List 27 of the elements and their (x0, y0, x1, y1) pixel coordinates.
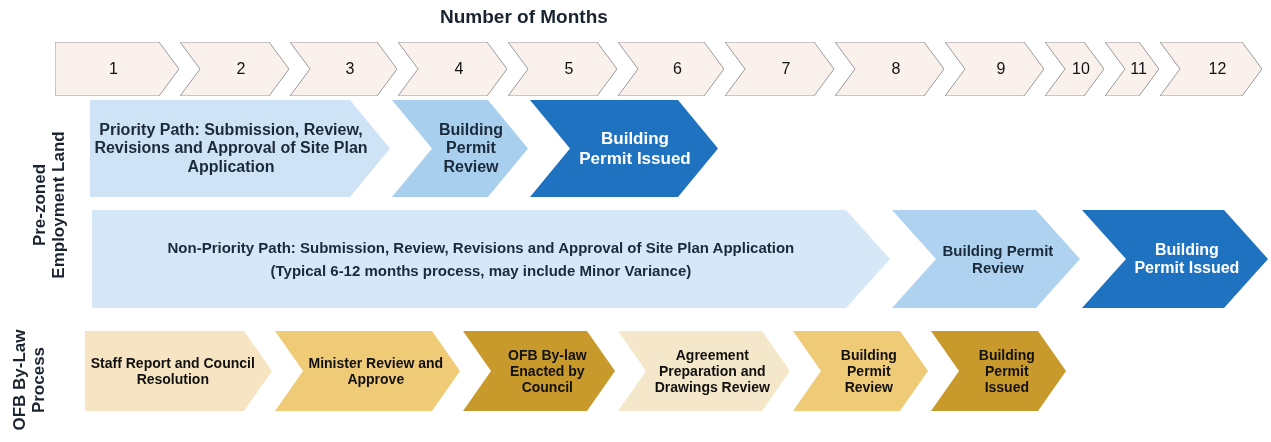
month-segment: 5 (508, 42, 617, 96)
process-step: Building Permit Review (392, 100, 528, 197)
month-segment: 10 (1045, 42, 1104, 96)
process-step: Building Permit Issued (530, 100, 718, 197)
row-label: OFB By-Law Process (9, 328, 49, 433)
process-step: Priority Path: Submission, Review, Revisions and Approval of Site Plan Application (90, 100, 390, 197)
month-segment: 8 (835, 42, 944, 96)
month-segment: 11 (1105, 42, 1159, 96)
process-step: OFB By-law Enacted by Council (463, 331, 615, 411)
month-segment: 4 (398, 42, 507, 96)
process-step: Building Permit Issued (931, 331, 1066, 411)
process-step: Non-Priority Path: Submission, Review, Revisions and Approval of Site Plan Application (Typical 6-12 months process, may include Minor Variance) (92, 210, 890, 308)
month-segment: 3 (290, 42, 397, 96)
month-segment: 6 (618, 42, 724, 96)
process-step: Minister Review and Approve (275, 331, 460, 411)
chart-title: Number of Months (440, 6, 608, 28)
month-segment: 7 (725, 42, 834, 96)
month-segment: 12 (1160, 42, 1262, 96)
process-step: Building Permit Review (793, 331, 928, 411)
process-step: Building Permit Issued (1082, 210, 1268, 308)
process-step: Staff Report and Council Resolution (85, 331, 272, 411)
month-segment: 1 (55, 42, 179, 96)
row-label: Pre-zoned Employment Land (29, 130, 69, 280)
process-step: Building Permit Review (892, 210, 1080, 308)
month-segment: 9 (945, 42, 1044, 96)
process-step: Agreement Preparation and Drawings Review (618, 331, 790, 411)
month-segment: 2 (180, 42, 289, 96)
